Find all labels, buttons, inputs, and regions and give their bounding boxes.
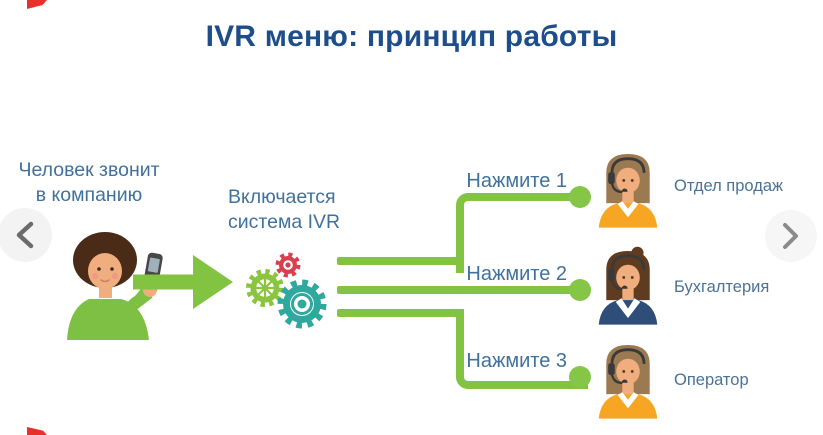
ivr-step-label: Включается система IVR: [228, 185, 368, 235]
option2-press-label: Нажмите 2: [466, 263, 567, 285]
arrow-right-icon: [133, 255, 233, 309]
option3-dot-icon: [569, 366, 591, 388]
option3-press-label: Нажмите 3: [466, 350, 567, 372]
option1-dot-icon: [569, 186, 591, 208]
carousel-next-button[interactable]: [765, 210, 817, 262]
ivr-step-label-line2: система IVR: [228, 211, 341, 233]
connector-line-middle: [337, 286, 581, 294]
chevron-right-icon: [783, 223, 798, 249]
option2-department-label: Бухгалтерия: [674, 278, 770, 296]
caller-step-label: Человек звонит в компанию: [8, 158, 170, 208]
option2-dot-icon: [569, 279, 591, 301]
carousel-prev-button[interactable]: [0, 208, 52, 262]
connector-elbow-option1: [456, 193, 588, 273]
corner-accent-top: [27, 0, 47, 9]
page-title: IVR меню: принцип работы: [205, 20, 618, 53]
operator-headset-orange-icon: [598, 154, 658, 228]
operator-headset-navy-icon: [598, 246, 658, 325]
operator-headset-orange-icon: [598, 345, 658, 419]
gears-icon: [246, 252, 327, 329]
caller-step-label-line1: Человек звонит: [18, 159, 160, 181]
ivr-step-label-line1: Включается: [228, 186, 336, 208]
connector-line-bottom: [337, 309, 464, 317]
connector-line-top: [337, 257, 464, 265]
option1-department-label: Отдел продаж: [674, 177, 784, 195]
connector-elbow-option3: [456, 309, 588, 389]
chevron-left-icon: [16, 221, 34, 249]
caller-step-label-line2: в компанию: [35, 184, 143, 206]
corner-accent-bottom: [27, 427, 47, 435]
option3-department-label: Оператор: [674, 371, 749, 389]
option1-press-label: Нажмите 1: [466, 170, 567, 192]
